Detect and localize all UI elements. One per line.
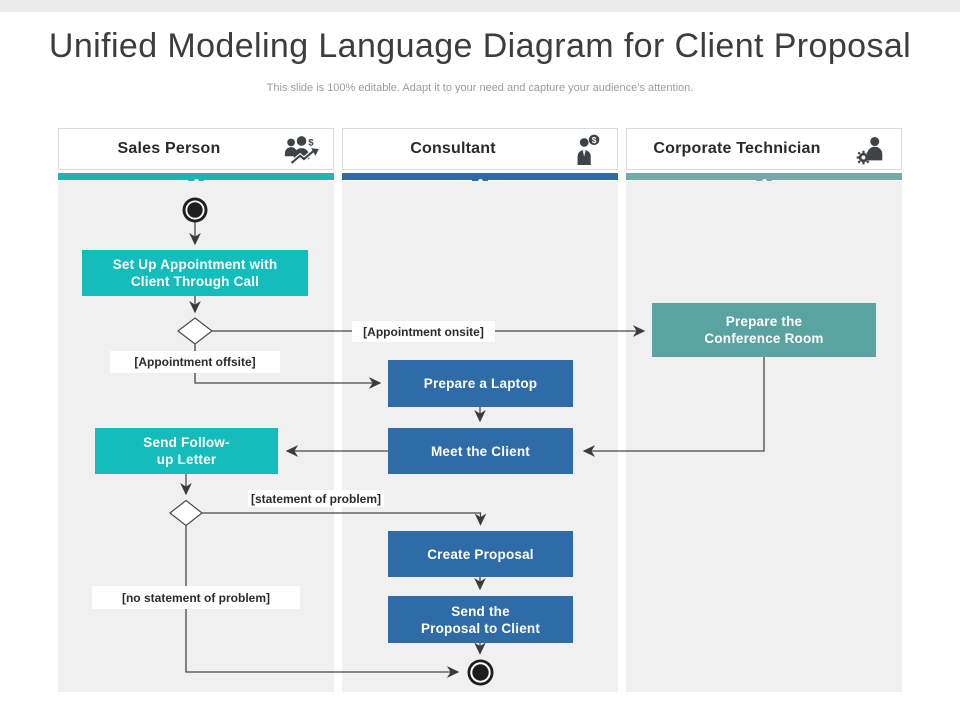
guard-appointment-onsite: [Appointment onsite] <box>352 321 495 342</box>
page-title: Unified Modeling Language Diagram for Cl… <box>48 27 912 65</box>
page-subtitle: This slide is 100% editable. Adapt it to… <box>266 82 694 94</box>
activity-prepare-conference-room: Prepare the Conference Room <box>652 303 876 357</box>
lane-title: Consultant <box>410 140 496 157</box>
svg-text:$: $ <box>308 137 314 148</box>
guard-statement-of-problem: [statement of problem] <box>248 490 384 507</box>
activity-prepare-laptop: Prepare a Laptop <box>388 360 573 407</box>
consultant-dollar-icon: $ <box>565 133 609 167</box>
technician-gear-icon <box>849 133 893 167</box>
top-strip <box>0 0 960 12</box>
guard-no-statement-of-problem: [no statement of problem] <box>92 586 300 609</box>
lane-header-consultant: Consultant $ <box>342 128 618 170</box>
lane-title: Corporate Technician <box>653 140 821 157</box>
activity-send-followup-letter: Send Follow- up Letter <box>95 428 278 474</box>
svg-text:$: $ <box>592 136 597 145</box>
lane-body <box>626 181 902 692</box>
activity-create-proposal: Create Proposal <box>388 531 573 577</box>
activity-setup-appointment: Set Up Appointment with Client Through C… <box>82 250 308 296</box>
lane-header-corporate-technician: Corporate Technician <box>626 128 902 170</box>
activity-send-proposal-to-client: Send the Proposal to Client <box>388 596 573 643</box>
lane-header-sales-person: Sales Person $ <box>58 128 334 170</box>
guard-appointment-offsite: [Appointment offsite] <box>110 351 280 373</box>
sales-people-dollar-icon: $ <box>281 133 325 167</box>
lane-title: Sales Person <box>117 140 221 157</box>
activity-meet-client: Meet the Client <box>388 428 573 474</box>
